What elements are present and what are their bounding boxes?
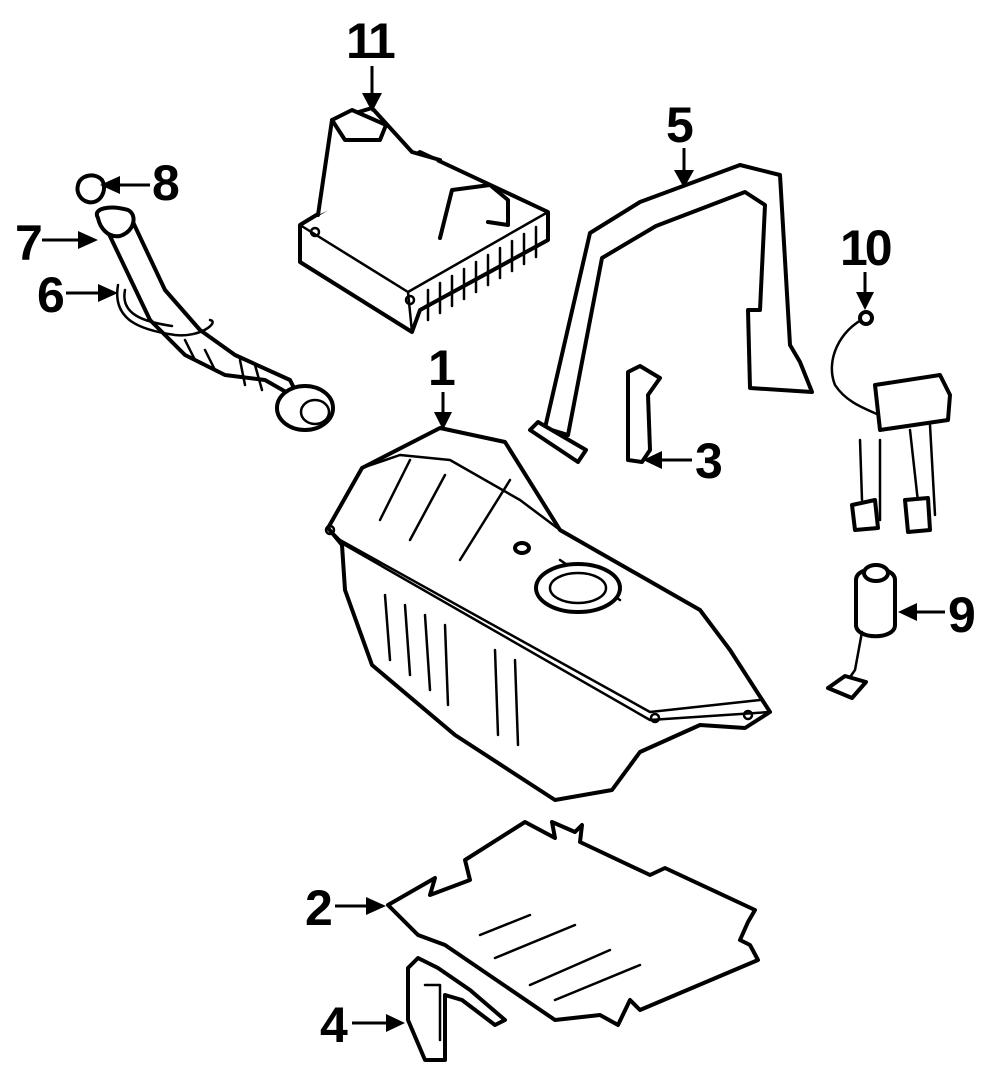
callout-label-3: 3	[695, 433, 721, 489]
callout-label-10: 10	[840, 220, 891, 276]
callout-label-6: 6	[37, 267, 63, 323]
callout-11: 11	[346, 13, 398, 112]
fuel-tank-part[interactable]	[324, 426, 772, 802]
callout-label-4: 4	[320, 997, 348, 1053]
callout-6: 6	[37, 267, 118, 323]
callout-label-11: 11	[346, 13, 395, 69]
callout-10: 10	[840, 220, 894, 310]
vent-hose-part[interactable]	[115, 283, 214, 337]
filler-tube-part[interactable]	[94, 205, 136, 239]
control-module-part[interactable]	[298, 106, 550, 334]
skid-plate-part[interactable]	[386, 820, 760, 1027]
callout-9: 9	[898, 587, 977, 643]
sending-unit-part[interactable]	[830, 310, 952, 534]
callout-5: 5	[666, 97, 696, 188]
fuel-pump-part[interactable]	[826, 563, 897, 700]
callout-label-5: 5	[666, 97, 693, 153]
callout-label-7: 7	[15, 215, 41, 271]
callout-4: 4	[320, 997, 405, 1053]
bracket-part[interactable]	[626, 364, 662, 464]
callout-3: 3	[643, 433, 724, 489]
filler-cap-part[interactable]	[75, 173, 107, 205]
tank-strap-part[interactable]	[528, 163, 814, 464]
clip-part[interactable]	[406, 956, 507, 1062]
callout-1: 1	[428, 340, 458, 430]
callout-label-8: 8	[152, 155, 179, 211]
filler-neck-part[interactable]	[106, 218, 335, 432]
callout-label-9: 9	[948, 587, 974, 643]
callout-label-2: 2	[305, 880, 331, 936]
callout-label-1: 1	[428, 340, 455, 396]
callout-2: 2	[305, 880, 386, 936]
callout-8: 8	[100, 155, 182, 211]
callout-7: 7	[15, 215, 98, 271]
